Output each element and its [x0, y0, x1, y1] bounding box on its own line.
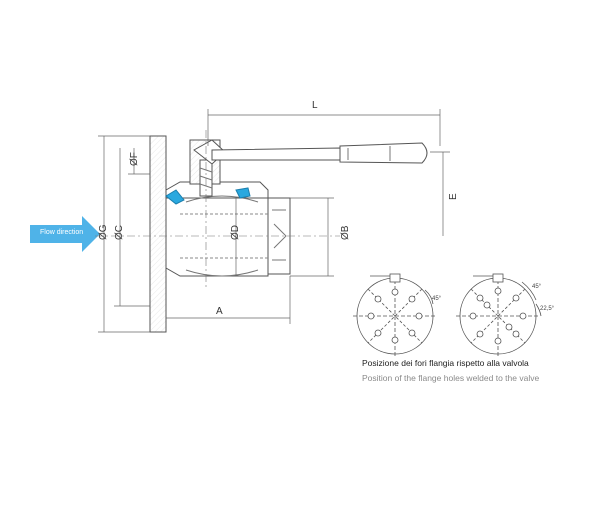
caption-italian: Posizione dei fori flangia rispetto alla… — [362, 358, 529, 368]
dimension-lines — [98, 109, 450, 333]
dim-B: ØB — [340, 225, 351, 240]
centerlines — [95, 130, 340, 290]
dim-L: L — [312, 100, 318, 111]
dim-C: ØC — [114, 225, 125, 240]
flow-direction-label: Flow direction — [40, 229, 84, 236]
flange-diagram-4-holes — [353, 273, 437, 358]
valve-handle — [211, 142, 428, 164]
flow-direction-arrow — [30, 216, 100, 252]
dim-D: ØD — [230, 225, 241, 240]
dim-E: E — [448, 193, 459, 200]
angle-22-5: 22,5° — [540, 306, 555, 312]
caption-english: Position of the flange holes welded to t… — [362, 373, 540, 383]
dim-F: ØF — [129, 152, 140, 166]
dim-A: A — [216, 306, 223, 317]
flange-diagram-8-holes — [456, 273, 542, 358]
dim-G: ØG — [98, 224, 109, 240]
valve-body — [149, 135, 291, 333]
angle-45-left: 45° — [432, 296, 442, 302]
angle-45-right: 45° — [532, 284, 542, 290]
